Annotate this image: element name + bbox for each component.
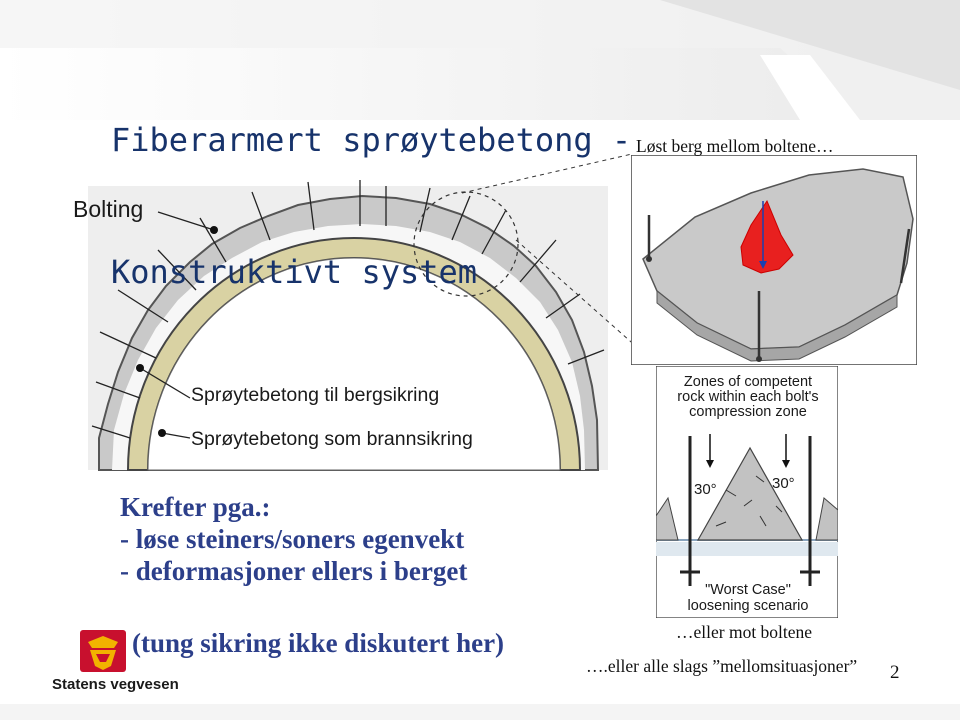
bolting-label: Bolting [73, 196, 144, 222]
layer-label-rock-support: Sprøytebetong til bergsikring [191, 384, 440, 406]
worst-case-cone [696, 446, 804, 541]
title-line-1: Fiberarmert sprøytebetong - [111, 121, 632, 159]
forces-heading: Krefter pga.: [120, 492, 271, 522]
layer-label-fire-protection: Sprøytebetong som brannsikring [191, 428, 473, 450]
angle-right: 30° [772, 475, 795, 492]
zoom-circle [413, 191, 519, 297]
statens-vegvesen-logo-icon [80, 630, 126, 672]
angle-left: 30° [694, 481, 717, 498]
loose-block-figure [631, 155, 917, 365]
caption-against-bolts: …eller mot boltene [676, 622, 813, 642]
forces-item-1: - løse steiners/soners egenvekt [120, 524, 465, 554]
compression-zone-diagram: Zones of competent rock within each bolt… [656, 366, 838, 618]
worst-case-line-2: loosening scenario [688, 598, 809, 614]
note-text: (tung sikring ikke diskutert her) [132, 628, 505, 658]
forces-item-2: - deformasjoner ellers i berget [120, 556, 468, 586]
zones-line-2: rock within each bolt's [677, 389, 818, 405]
top-caption: Løst berg mellom boltene… [636, 136, 834, 156]
rock-bolts [91, 180, 605, 439]
zones-line-3: compression zone [689, 404, 807, 420]
loose-block [740, 199, 794, 274]
worst-case-line-1: "Worst Case" [705, 582, 791, 598]
title-line-2: Konstruktivt system [111, 253, 478, 291]
caption-intermediate-situations: ….eller alle slags ”mellomsituasjoner” [586, 656, 858, 676]
bolts [688, 436, 812, 586]
slide-title: Fiberarmert sprøytebetong - Konstruktivt… [111, 30, 631, 338]
logo-text: Statens vegvesen [52, 676, 179, 693]
zones-line-1: Zones of competent [684, 374, 812, 390]
page-number: 2 [890, 662, 900, 683]
